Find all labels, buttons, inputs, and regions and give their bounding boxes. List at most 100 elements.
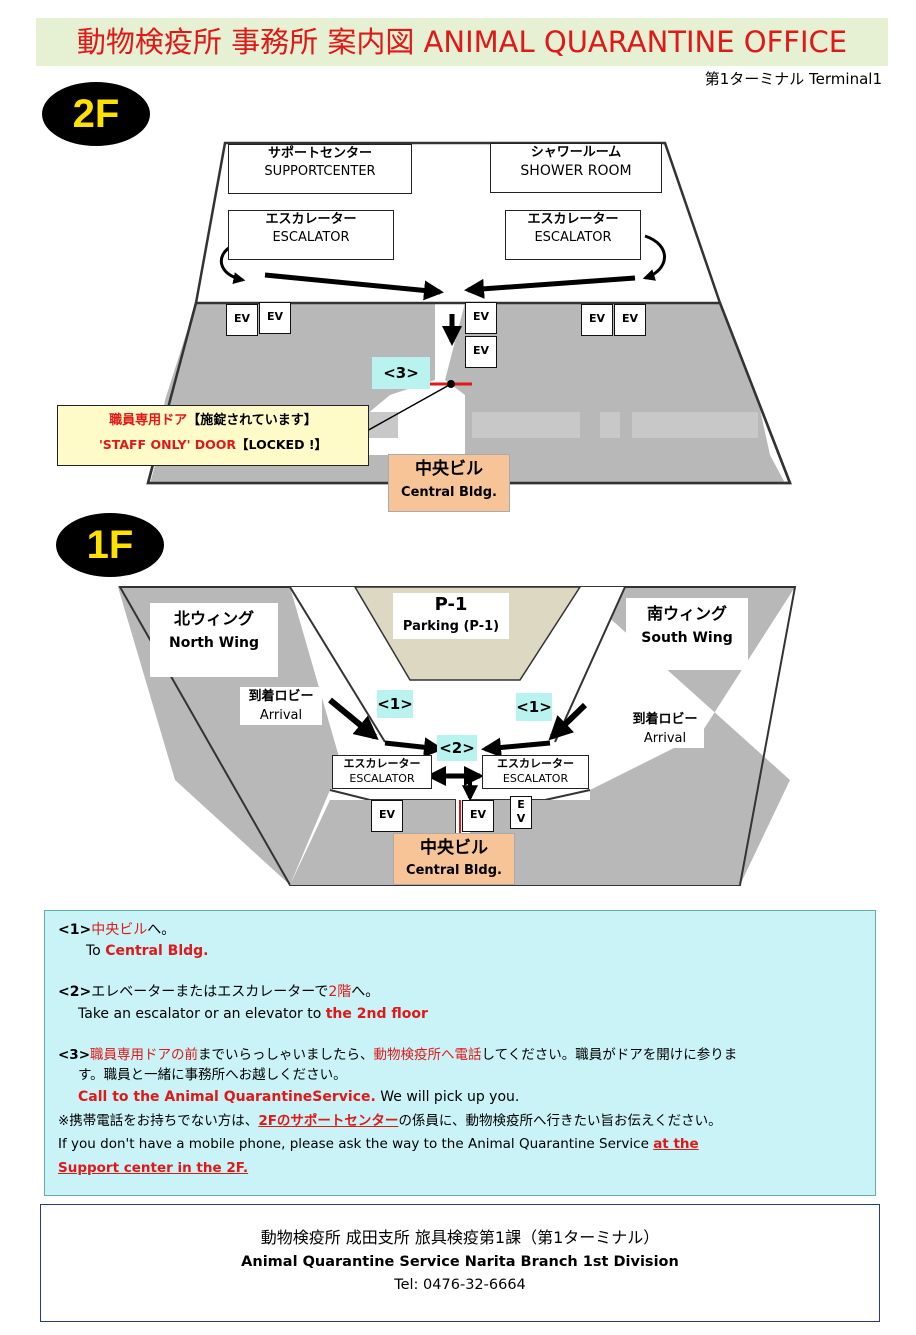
- elevator-1f-right: E V: [510, 796, 532, 829]
- note-jp-red: 2Fのサポートセンター: [258, 1113, 399, 1129]
- arrival-left-label: 到着ロビー Arrival: [240, 687, 322, 725]
- arrival-right-label: 到着ロビー Arrival: [626, 710, 704, 748]
- step-1: <1>中央ビルへ。: [58, 920, 175, 940]
- central-bldg-1f: 中央ビル Central Bldg.: [393, 833, 515, 885]
- escalator-1f-left: エスカレーター ESCALATOR: [332, 755, 432, 789]
- step-1-en: To Central Bldg.: [86, 941, 209, 961]
- south-wing-label: 南ウィング South Wing: [626, 598, 748, 670]
- footer-tel: Tel: 0476-32-6664: [394, 1277, 526, 1293]
- elevator-2f-6: EV: [614, 304, 646, 336]
- parking-en: Parking (P-1): [402, 619, 500, 634]
- central-bldg-1f-jp: 中央ビル: [420, 838, 488, 858]
- floor-2f-arrows: [219, 234, 666, 433]
- shower-room-label: シャワールーム SHOWER ROOM: [490, 143, 662, 193]
- step-3-jp-red1: 職員専用ドアの前: [90, 1047, 199, 1063]
- escalator-2f-left-jp: エスカレーター: [265, 212, 357, 227]
- central-bldg-1f-en: Central Bldg.: [406, 863, 502, 878]
- floor-badge-2f: 2F: [42, 82, 150, 146]
- note-en: If you don't have a mobile phone, please…: [58, 1134, 699, 1154]
- escalator-1f-right-en: ESCALATOR: [502, 772, 569, 785]
- escalator-1f-right: エスカレーター ESCALATOR: [482, 755, 589, 789]
- staff-door-callout: 職員専用ドア【施錠されています】 'STAFF ONLY' DOOR【LOCKE…: [57, 405, 369, 466]
- footer-office-jp: 動物検疫所 成田支所 旅具検疫第1課（第1ターミナル）: [260, 1228, 660, 1247]
- step-3-jp-red2: 動物検疫所へ電話: [373, 1047, 482, 1063]
- note-jp-a: ※携帯電話をお持ちでない方は、: [58, 1113, 259, 1129]
- step-1-en-red: Central Bldg.: [105, 943, 209, 959]
- step-2-en-red: the 2nd floor: [325, 1006, 428, 1022]
- elevator-2f-4: EV: [465, 336, 497, 368]
- central-bldg-2f-jp: 中央ビル: [415, 459, 483, 479]
- shower-room-jp: シャワールーム: [530, 145, 622, 160]
- terminal-label: 第1ターミナル Terminal1: [704, 70, 882, 88]
- marker-1-right: <1>: [516, 693, 552, 721]
- step-2-en: Take an escalator or an elevator to the …: [78, 1004, 428, 1024]
- arrival-left-en: Arrival: [259, 708, 303, 723]
- step-3-en-black: We will pick up you.: [375, 1089, 520, 1105]
- contact-footer: 動物検疫所 成田支所 旅具検疫第1課（第1ターミナル） Animal Quara…: [40, 1204, 880, 1322]
- escalator-1f-left-jp: エスカレーター: [343, 757, 421, 770]
- step-2-en-a: Take an escalator or an elevator to: [78, 1006, 326, 1022]
- instructions-panel: [44, 910, 876, 1196]
- parking-label: P-1 Parking (P-1): [393, 593, 509, 639]
- staff-door-jp-red: 職員専用ドア: [109, 413, 188, 428]
- step-1-jp-red: 中央ビル: [91, 922, 148, 938]
- step-2-jp-a: エレベーターまたはエスカレーターで: [91, 984, 329, 1000]
- note-en-red2: Support center in the 2F.: [58, 1160, 249, 1176]
- elevator-2f-1: EV: [226, 304, 258, 336]
- step-1-jp-black: へ。: [147, 922, 176, 938]
- staff-door-jp-black: 【施錠されています】: [187, 413, 317, 428]
- escalator-1f-right-jp: エスカレーター: [497, 757, 574, 770]
- support-center-jp: サポートセンター: [267, 146, 372, 161]
- note-en-a: If you don't have a mobile phone, please…: [58, 1136, 654, 1152]
- escalator-2f-left: エスカレーター ESCALATOR: [228, 210, 394, 260]
- south-wing-en: South Wing: [641, 630, 733, 646]
- escalator-2f-right-en: ESCALATOR: [534, 230, 612, 245]
- elevator-2f-3: EV: [465, 302, 497, 334]
- step-2-tag: <2>: [58, 984, 92, 1000]
- page-title: 動物検疫所 事務所 案内図 ANIMAL QUARANTINE OFFICE: [76, 25, 848, 59]
- escalator-2f-left-en: ESCALATOR: [272, 230, 350, 245]
- staff-door-en-red: 'STAFF ONLY' DOOR: [98, 437, 237, 452]
- step-2-jp-red: 2階: [328, 984, 352, 1000]
- escalator-1f-left-en: ESCALATOR: [349, 772, 415, 785]
- footer-office-en: Animal Quarantine Service Narita Branch …: [241, 1254, 679, 1270]
- elevator-1f-left: EV: [371, 800, 403, 832]
- parking-jp: P-1: [434, 594, 468, 615]
- marker-3: <3>: [372, 357, 430, 389]
- step-3-jp-black2: してください。職員がドアを開けに参りま: [481, 1047, 738, 1063]
- step-2: <2>エレベーターまたはエスカレーターで2階へ。: [58, 982, 379, 1002]
- step-1-tag: <1>: [58, 922, 92, 938]
- elevator-1f-right-bottom: V: [516, 812, 526, 825]
- north-wing-en: North Wing: [168, 635, 259, 651]
- step-1-en-prefix: To: [86, 943, 106, 959]
- escalator-2f-right-jp: エスカレーター: [527, 212, 619, 227]
- note-en-red1: at the: [653, 1136, 699, 1152]
- staff-door-en-black: 【LOCKED !】: [236, 437, 328, 452]
- arrival-right-jp: 到着ロビー: [632, 712, 698, 727]
- step-3-en: Call to the Animal QuarantineService. We…: [78, 1087, 519, 1107]
- north-wing-jp: 北ウィング: [173, 609, 254, 628]
- north-wing-label: 北ウィング North Wing: [150, 603, 278, 677]
- floor-1f-arrows: [328, 697, 588, 802]
- elevator-1f-mid: EV: [462, 800, 494, 832]
- support-center-en: SUPPORTCENTER: [264, 164, 376, 179]
- support-center-label: サポートセンター SUPPORTCENTER: [228, 144, 412, 194]
- note-jp: ※携帯電話をお持ちでない方は、2Fのサポートセンターの係員に、動物検疫所へ行きた…: [58, 1111, 722, 1131]
- floor-badge-1f: 1F: [56, 513, 164, 577]
- title-band: [36, 18, 888, 66]
- arrival-left-jp: 到着ロビー: [248, 689, 314, 704]
- escalator-2f-right: エスカレーター ESCALATOR: [505, 210, 641, 260]
- shower-room-en: SHOWER ROOM: [520, 163, 632, 179]
- step-3: <3>職員専用ドアの前までいらっしゃいましたら、動物検疫所へ電話してください。職…: [58, 1045, 737, 1065]
- step-3-jp-line2: す。職員と一緒に事務所へお越しください。: [78, 1067, 347, 1083]
- note-en-line2: Support center in the 2F.: [58, 1158, 248, 1178]
- marker-2: <2>: [437, 735, 477, 761]
- south-wing-jp: 南ウィング: [646, 604, 727, 623]
- elevator-1f-right-top: E: [517, 798, 525, 811]
- central-bldg-2f: 中央ビル Central Bldg.: [388, 454, 510, 512]
- elevator-2f-5: EV: [581, 304, 613, 336]
- step-2-jp-b: へ。: [351, 984, 380, 1000]
- step-3-en-red: Call to the Animal QuarantineService.: [78, 1089, 376, 1105]
- arrival-right-en: Arrival: [643, 731, 687, 746]
- step-3-jp-black1: までいらっしゃいましたら、: [198, 1047, 374, 1063]
